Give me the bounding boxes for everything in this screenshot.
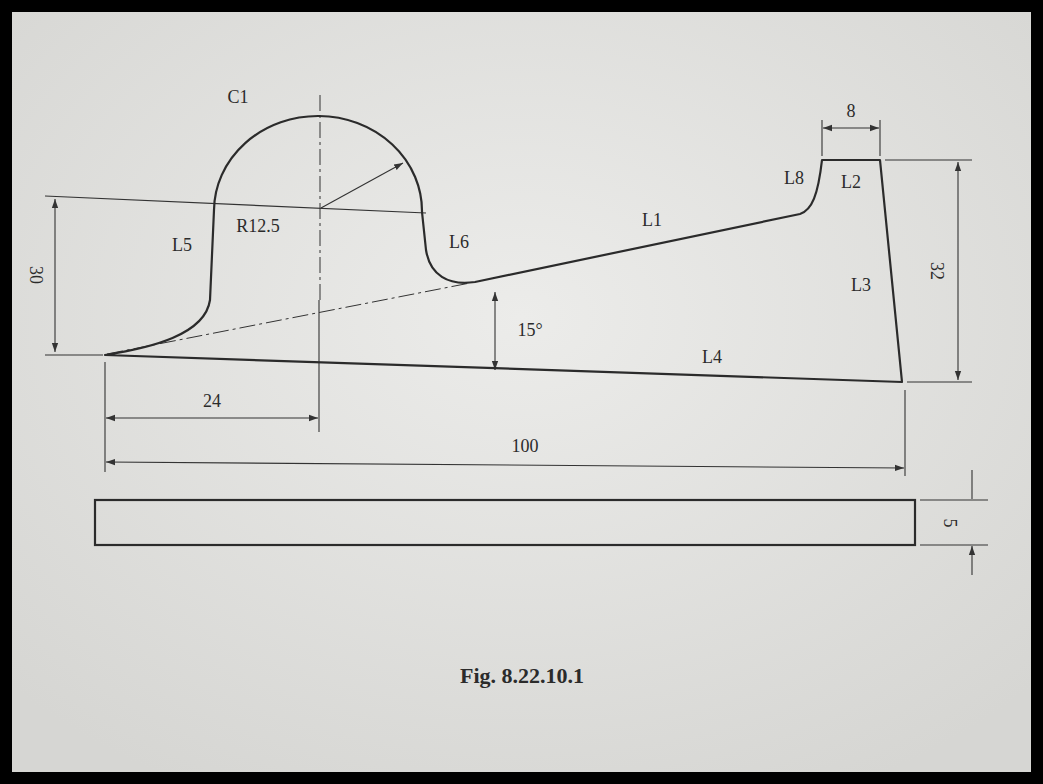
dimension-line xyxy=(106,462,904,468)
dimension-line xyxy=(971,470,972,575)
part-label: 24 xyxy=(201,391,223,411)
dimension-line xyxy=(106,417,318,418)
dimension-line xyxy=(54,199,55,352)
figure-caption: Fig. 8.22.10.1 xyxy=(460,665,584,687)
part-label: L4 xyxy=(700,347,724,367)
part-profile xyxy=(105,116,902,382)
part-label: L1 xyxy=(640,210,664,230)
reference-line xyxy=(107,283,470,354)
part-label: R12.5 xyxy=(234,216,282,236)
extension-line xyxy=(822,120,880,156)
center-line xyxy=(320,95,321,300)
part-label: L8 xyxy=(782,168,806,188)
dimension-value: 30 xyxy=(26,264,46,286)
part-label: C1 xyxy=(225,87,250,107)
paper-ground xyxy=(12,12,1031,772)
part-label: 15° xyxy=(515,320,544,340)
angle-dimension xyxy=(494,292,495,370)
dimension-line xyxy=(823,127,879,128)
center-lines xyxy=(107,95,470,354)
extension-line xyxy=(45,354,103,355)
dimension-line xyxy=(957,162,958,380)
dimension-lines xyxy=(45,120,988,575)
extension-line xyxy=(45,196,426,213)
part-label: L2 xyxy=(839,172,863,192)
dimension-value: 5 xyxy=(940,517,960,530)
part-label: L5 xyxy=(170,235,194,255)
part-label: L6 xyxy=(447,232,471,252)
part-label: L3 xyxy=(849,275,873,295)
part-label: 100 xyxy=(510,436,541,456)
extension-line xyxy=(105,300,905,476)
extension-line xyxy=(920,500,988,545)
part-side-view xyxy=(95,500,915,545)
dimension-value: 32 xyxy=(927,260,947,282)
radius-leader xyxy=(321,163,403,208)
part-label: 8 xyxy=(845,101,858,121)
